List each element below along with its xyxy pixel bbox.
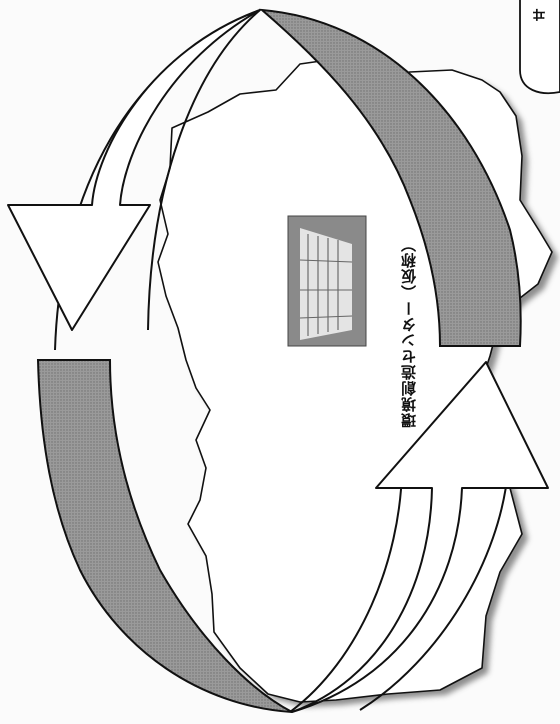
center-label: 環境創造センター（仮称） (398, 236, 419, 428)
bubble-text: ヰ (530, 8, 550, 22)
building-photo (288, 216, 366, 346)
region-map (158, 58, 558, 707)
